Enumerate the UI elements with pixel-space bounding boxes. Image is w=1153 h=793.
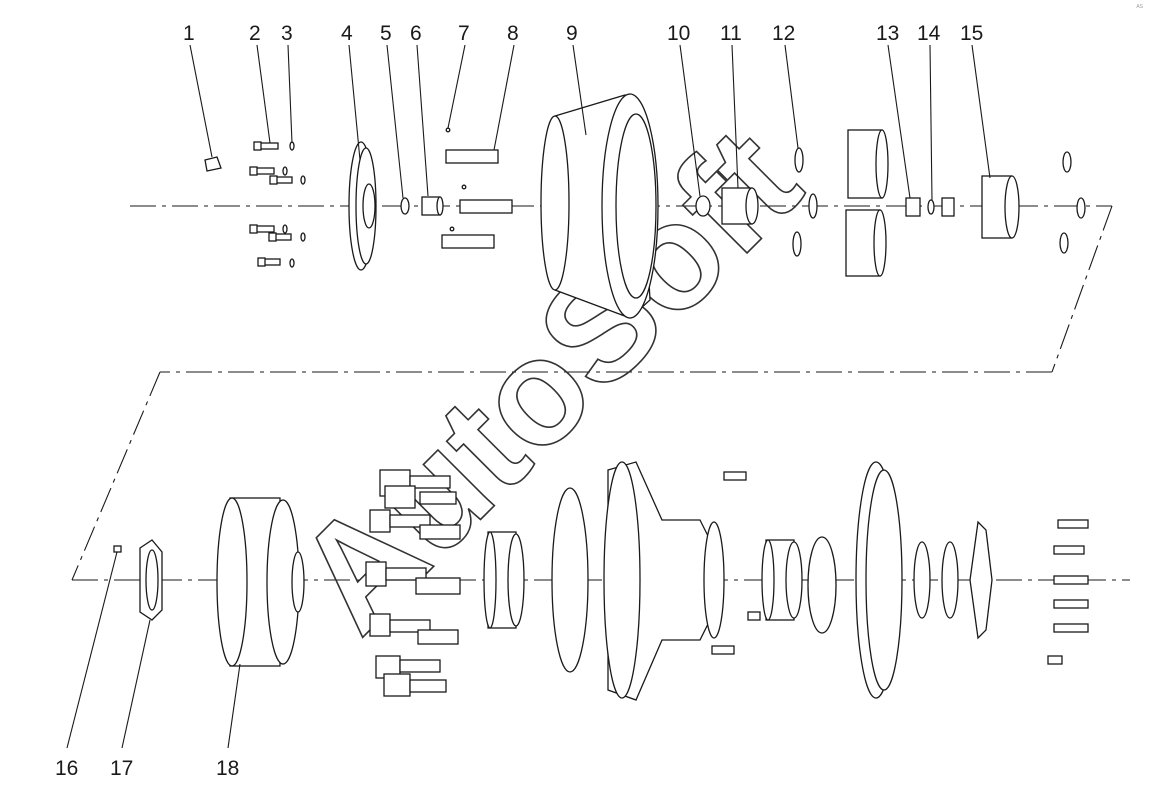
callout-15: 15 [960, 22, 983, 45]
leader-lines [66, 44, 991, 749]
part-7-balls [445, 127, 467, 232]
callout-3: 3 [281, 22, 293, 45]
callout-7: 7 [458, 22, 470, 45]
inner-bearing [761, 539, 803, 621]
part-18-drum [216, 497, 305, 667]
planet-gears [845, 129, 889, 277]
part-10-snap-ring [695, 195, 711, 217]
callout-11: 11 [720, 22, 742, 45]
part-14-spacer [927, 199, 935, 215]
callout-4: 4 [341, 22, 353, 45]
callout-5: 5 [380, 22, 392, 45]
part-5-ring [400, 197, 410, 215]
callout-16: 16 [55, 757, 78, 780]
outer-bearing [483, 531, 525, 629]
part-6-sleeve [421, 196, 444, 216]
part-12-washers [792, 147, 818, 257]
part-1-plug [204, 156, 222, 172]
hub-bolts [711, 471, 761, 655]
callout-9: 9 [566, 22, 578, 45]
callout-18: 18 [216, 757, 239, 780]
part-3-washers [282, 141, 306, 268]
part-11-sun-gear [721, 187, 759, 225]
retainer-plate [969, 520, 993, 640]
part-2-bolts [249, 141, 293, 267]
callout-numbers-bottom: 16 17 18 [55, 757, 239, 780]
callout-6: 6 [410, 22, 422, 45]
part-17-nut [139, 539, 163, 621]
part-9-housing [540, 93, 659, 319]
callout-2: 2 [249, 22, 261, 45]
oil-seals [913, 541, 959, 619]
washers-right [1059, 151, 1086, 254]
o-ring [807, 536, 837, 634]
wheel-studs-and-nuts [365, 469, 461, 697]
callout-10: 10 [667, 22, 690, 45]
callout-17: 17 [110, 757, 133, 780]
corner-mark: AS [1136, 4, 1143, 10]
part-8-pins [441, 149, 513, 249]
callout-12: 12 [772, 22, 795, 45]
callout-14: 14 [917, 22, 941, 45]
brake-disc [855, 461, 903, 699]
part-15-planet-gear [981, 175, 1020, 239]
callout-1: 1 [183, 22, 195, 45]
part-16-screw [113, 545, 122, 553]
wheel-hub [603, 461, 725, 701]
part-4-cover-plate [348, 141, 377, 271]
seal-ring-large [551, 487, 589, 673]
part-13-needle-bearing [905, 197, 955, 217]
callout-8: 8 [507, 22, 519, 45]
callout-numbers-top: 1 2 3 4 5 6 7 8 9 10 11 12 13 14 15 [183, 22, 983, 45]
callout-13: 13 [876, 22, 899, 45]
small-bolts-right [1047, 519, 1089, 665]
